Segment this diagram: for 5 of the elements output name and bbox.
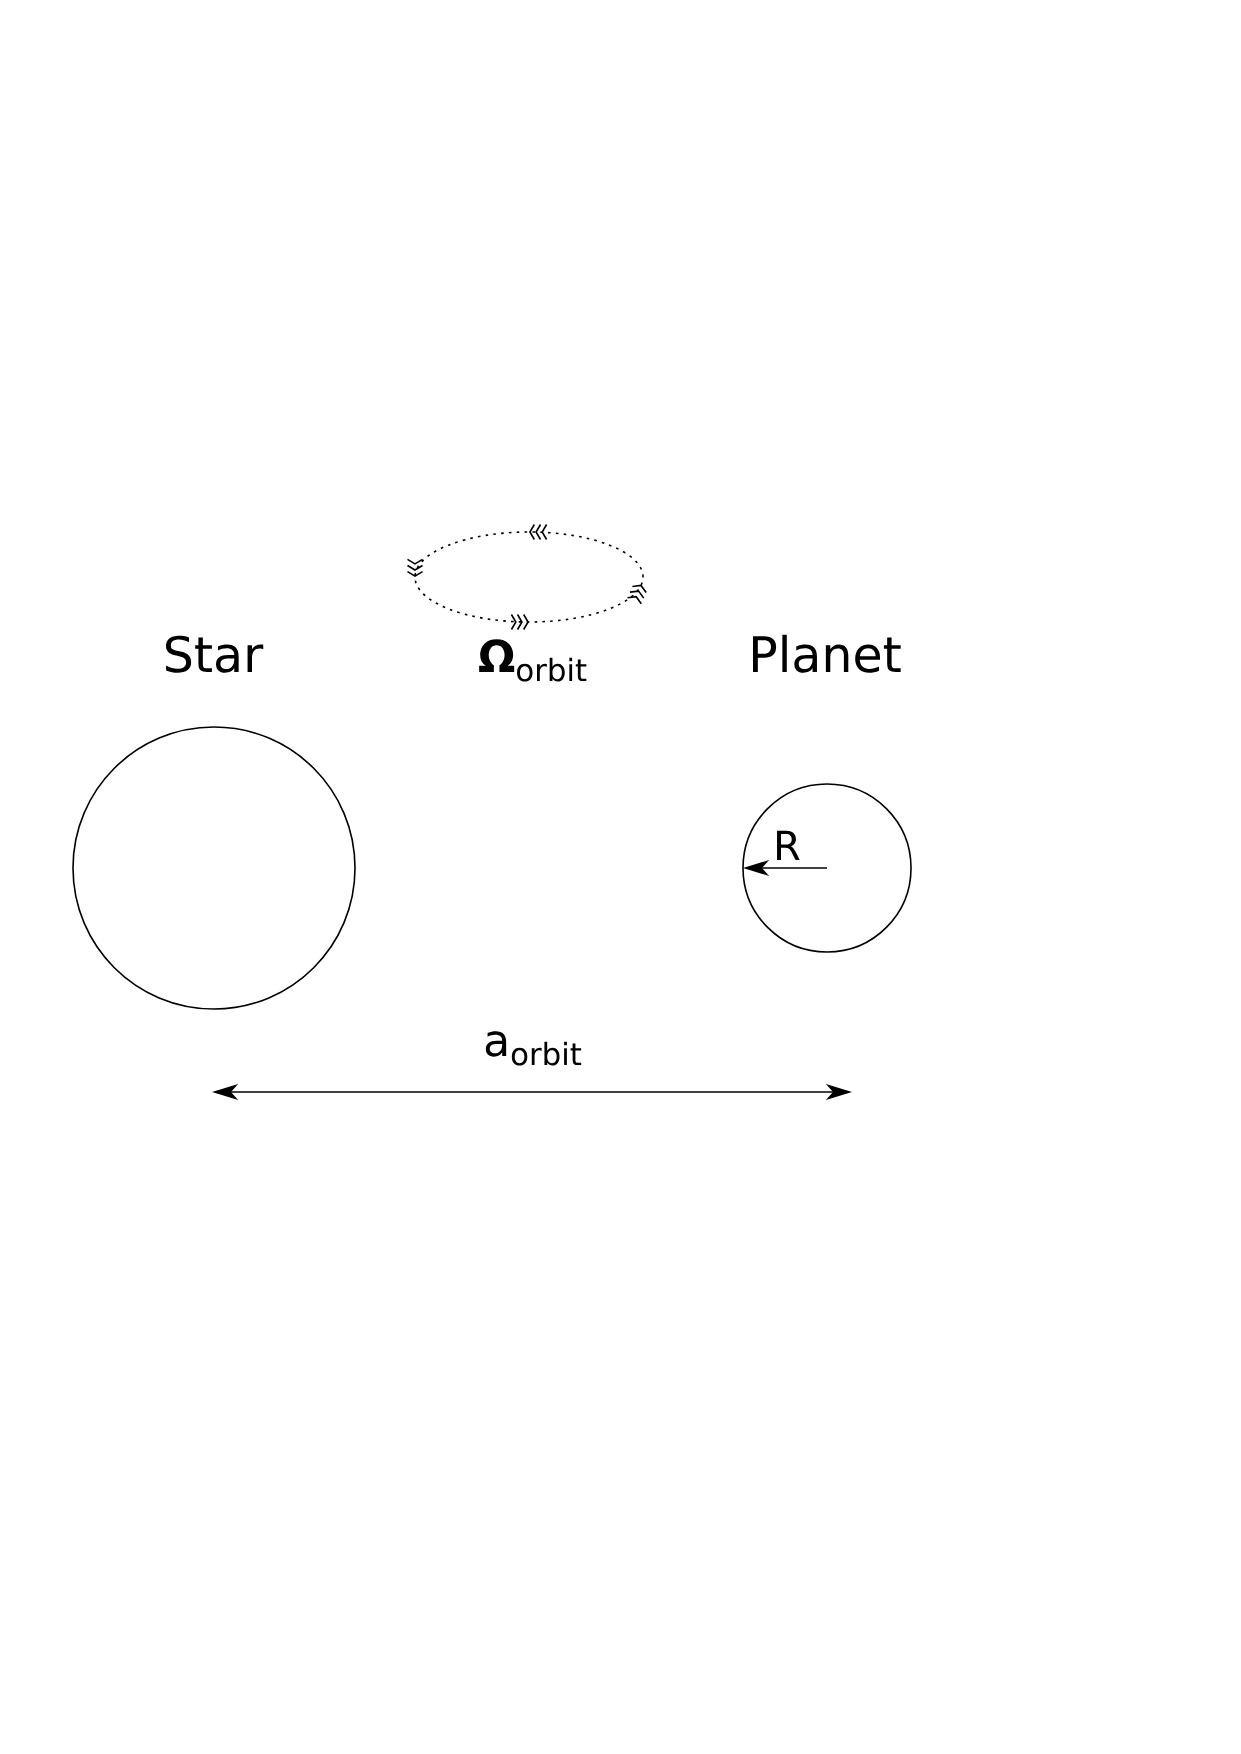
- symbol-label: Ω$_{orbit}$: [479, 639, 587, 682]
- dimension-label: a$_{orbit}$: [485, 1031, 582, 1066]
- heading: Star: [166, 635, 264, 673]
- dimension-label: R: [777, 830, 800, 860]
- heading: Planet: [753, 634, 901, 673]
